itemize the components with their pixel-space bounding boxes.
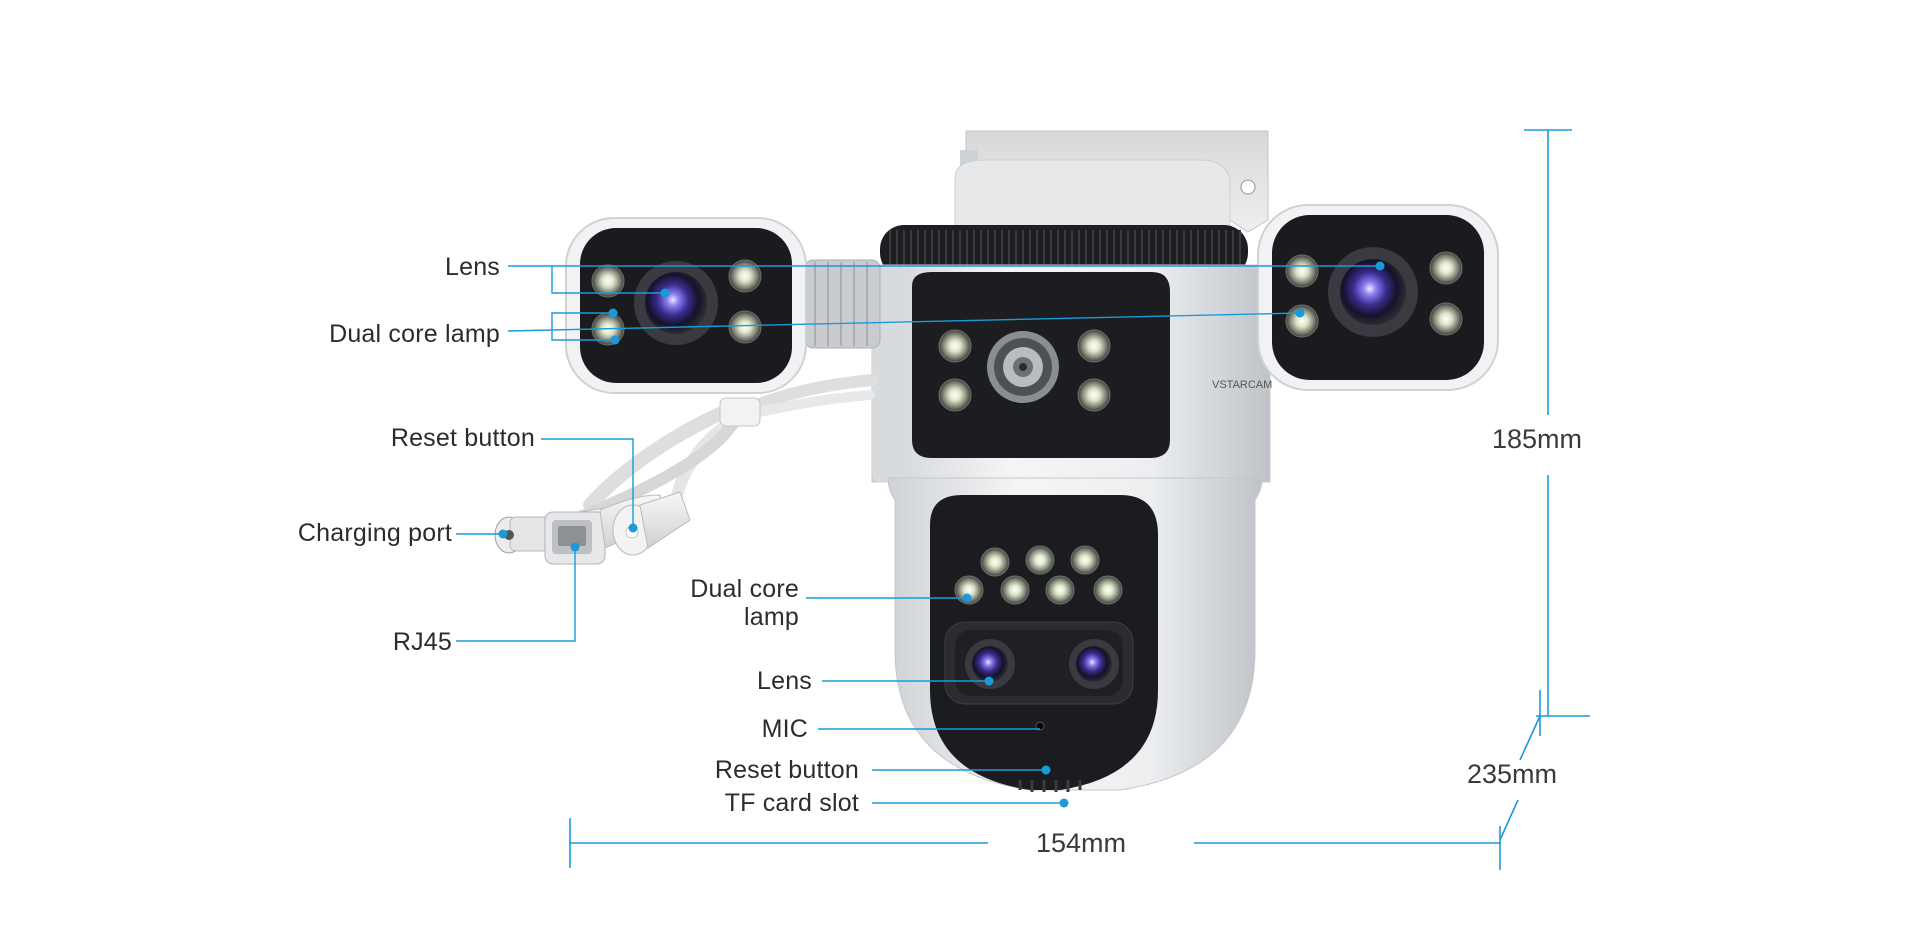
callout-lines (456, 265, 1380, 804)
left-side-camera (565, 217, 807, 394)
dual-core-lamp-label-line2: lamp (744, 603, 799, 631)
depth-dimension: 235mm (1467, 759, 1558, 789)
rj45-label: RJ45 (392, 628, 452, 656)
middle-leds (938, 329, 1111, 412)
reset-button-label-cable: Reset button (390, 424, 535, 452)
dual-core-lamp-label-bottom: Dual core lamp (690, 575, 799, 631)
left-arm-hinge (804, 259, 881, 349)
cable-assembly (554, 374, 878, 531)
cable-splitter (719, 397, 761, 427)
lens-label-bottom: Lens (756, 667, 812, 695)
right-side-camera (1257, 204, 1499, 391)
lens-label-top: Lens (444, 253, 500, 281)
reset-button-label-bottom: Reset button (714, 756, 859, 784)
dimension-lines (569, 129, 1590, 870)
callout-dots (498, 261, 1385, 808)
brand-logo: VSTARCAM (1212, 379, 1272, 391)
width-dimension: 154mm (1036, 828, 1127, 858)
tf-card-slot-label: TF card slot (724, 789, 859, 817)
upper-neck (954, 159, 1231, 236)
dual-core-lamp-label-top: Dual core lamp (329, 320, 500, 348)
height-dimension: 185mm (1492, 424, 1583, 454)
charging-port-label: Charging port (297, 519, 452, 547)
bottom-dome (887, 477, 1263, 792)
mic-label: MIC (761, 715, 808, 743)
dual-core-lamp-label-line1: Dual core (690, 575, 799, 603)
